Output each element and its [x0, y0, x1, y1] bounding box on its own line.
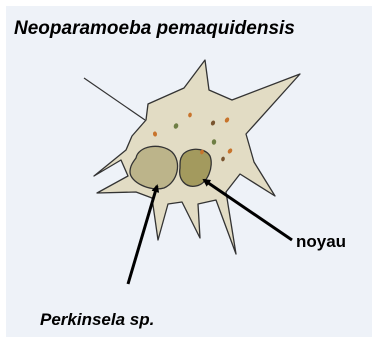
- pseudopod-upper-left: [84, 78, 145, 120]
- nucleus-arrow: [204, 180, 292, 240]
- nucleus-label: noyau: [296, 232, 346, 252]
- perkinsela-arrow: [128, 186, 157, 284]
- pseudopodia: [84, 78, 145, 120]
- perkinsela-label: Perkinsela sp.: [40, 310, 154, 330]
